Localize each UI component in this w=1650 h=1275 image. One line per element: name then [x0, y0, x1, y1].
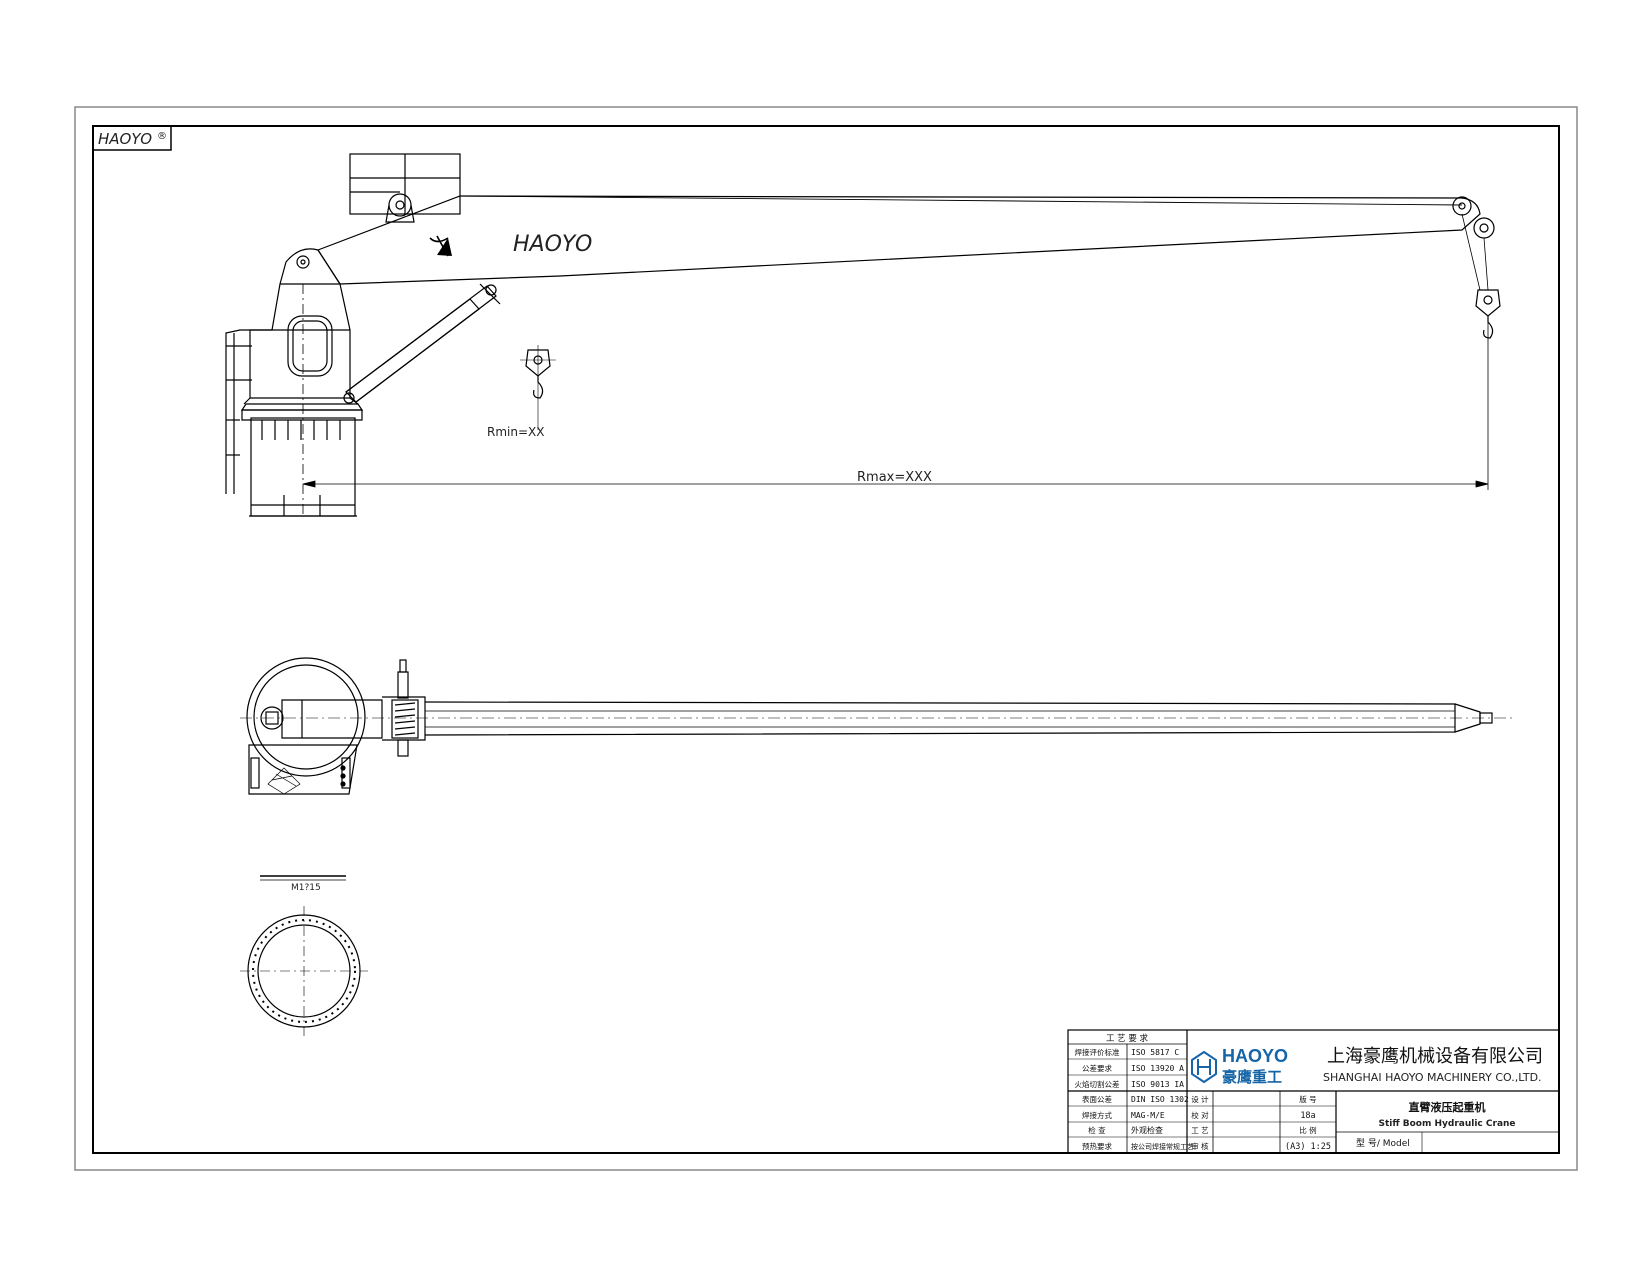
- rmax-dimension: [302, 316, 1489, 490]
- outer-frame: [74, 106, 1578, 1171]
- bearing-label: M1?15: [291, 883, 321, 893]
- req-value-6: 按公司焊接常规工艺: [1131, 1142, 1194, 1151]
- registered-mark: ®: [157, 131, 167, 142]
- crane-top-view: [240, 657, 1515, 795]
- platform-railing: [225, 329, 350, 494]
- crane-column: [243, 283, 359, 516]
- winch-house: [349, 153, 461, 223]
- revision-label: 版 号: [1299, 1094, 1316, 1104]
- rmin-hook-block: [520, 345, 556, 430]
- winch-drum-top: [391, 659, 419, 757]
- req-value-5: 外观检查: [1131, 1125, 1163, 1135]
- rmin-label: Rmin=XX: [487, 425, 544, 439]
- rmax-label: Rmax=XXX: [857, 470, 932, 485]
- role-check: 校 对: [1191, 1110, 1209, 1120]
- crane-side-view: [225, 153, 1501, 517]
- company-name-en: SHANGHAI HAOYO MACHINERY CO.,LTD.: [1323, 1071, 1542, 1084]
- req-name-2: 火焰切割公差: [1075, 1079, 1120, 1089]
- title-logo-text: HAOYO: [1222, 1046, 1288, 1066]
- req-name-4: 焊接方式: [1082, 1110, 1112, 1120]
- title-block-text: 工 艺 要 求 焊接评价标准 ISO 5817 C 公差要求 ISO 13920…: [1075, 1033, 1544, 1152]
- inner-frame: [92, 125, 1560, 1154]
- req-value-4: MAG-M/E: [1131, 1111, 1165, 1120]
- role-design: 设 计: [1191, 1094, 1209, 1104]
- process-header: 工 艺 要 求: [1106, 1033, 1149, 1044]
- stiff-boom: [317, 195, 1495, 285]
- role-approve: 审 核: [1191, 1141, 1209, 1151]
- req-name-6: 预热要求: [1082, 1141, 1112, 1151]
- req-value-1: ISO 13920 A: [1131, 1064, 1184, 1073]
- req-name-5: 检 查: [1088, 1125, 1106, 1135]
- req-value-3: DIN ISO 1302: [1131, 1095, 1189, 1104]
- title-logo-cn: 豪鹰重工: [1222, 1068, 1282, 1086]
- tip-hook-block: [1461, 213, 1501, 339]
- product-name-cn: 直臂液压起重机: [1409, 1100, 1486, 1114]
- product-name-en: Stiff Boom Hydraulic Crane: [1378, 1119, 1515, 1129]
- req-value-2: ISO 9013 IA: [1131, 1080, 1184, 1089]
- req-value-0: ISO 5817 C: [1131, 1048, 1179, 1057]
- model-label: 型 号/ Model: [1356, 1138, 1410, 1149]
- boom-brand-label: HAOYO: [513, 232, 592, 257]
- req-name-0: 焊接评价标准: [1075, 1047, 1120, 1057]
- pedestal: [240, 403, 364, 517]
- boom-heel: [279, 248, 341, 285]
- checker-pattern: [267, 767, 301, 795]
- scale-value: (A3) 1:25: [1285, 1142, 1331, 1152]
- revision-value: 18a: [1300, 1111, 1315, 1121]
- company-name-cn: 上海豪鹰机械设备有限公司: [1327, 1046, 1543, 1067]
- title-block: [1067, 1029, 1560, 1154]
- corner-logo: HAOYO ®: [92, 125, 172, 151]
- haoyo-logo-mark: [1191, 1050, 1217, 1084]
- role-process: 工 艺: [1191, 1126, 1208, 1135]
- corner-logo-text: HAOYO: [98, 130, 152, 148]
- luffing-cylinder: [343, 283, 501, 404]
- req-name-1: 公差要求: [1082, 1063, 1112, 1073]
- req-name-3: 表面公差: [1082, 1094, 1112, 1104]
- slewing-bearing-view: [240, 875, 368, 1036]
- scale-label: 比 例: [1299, 1125, 1316, 1135]
